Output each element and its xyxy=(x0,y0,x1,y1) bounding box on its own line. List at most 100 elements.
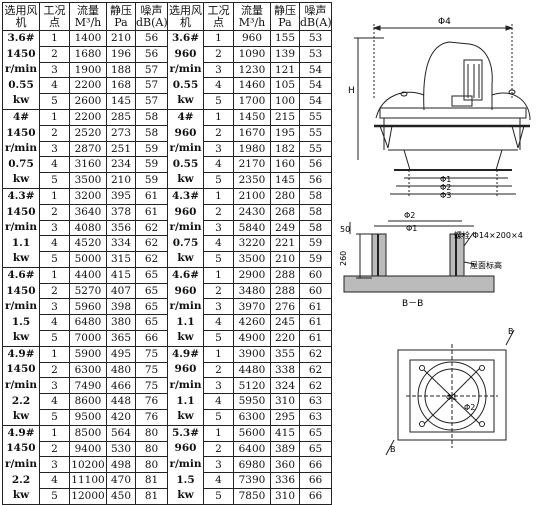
noise-cell: 55 xyxy=(299,140,332,158)
pressure-cell: 221 xyxy=(270,235,300,253)
arrow-icon xyxy=(505,25,514,31)
section-bb-title: B－B xyxy=(402,299,423,309)
arrow-icon xyxy=(372,25,381,31)
noise-cell: 76 xyxy=(135,393,168,410)
noise-cell: 59 xyxy=(299,251,332,268)
flow-cell: 7490 xyxy=(69,377,107,395)
pressure-cell: 480 xyxy=(106,361,136,379)
flow-cell: 7390 xyxy=(233,472,271,489)
pressure-cell: 498 xyxy=(106,456,136,474)
pressure-cell: 295 xyxy=(270,409,300,426)
condition-cell: 3 xyxy=(203,61,234,79)
noise-cell: 58 xyxy=(299,203,332,221)
noise-cell: 62 xyxy=(299,377,332,395)
noise-cell: 58 xyxy=(299,187,332,205)
noise-cell: 66 xyxy=(299,456,332,474)
fan-spec-line: r/min xyxy=(4,142,38,155)
condition-cell: 5 xyxy=(39,487,70,505)
condition-cell: 3 xyxy=(203,377,234,395)
fan-spec-line: 1450 xyxy=(6,363,36,376)
motor-hood xyxy=(423,41,493,111)
flow-cell: 2520 xyxy=(69,124,107,142)
noise-cell: 66 xyxy=(299,487,332,505)
flow-cell: 6480 xyxy=(69,314,107,332)
pressure-cell: 365 xyxy=(106,330,136,347)
condition-cell: 3 xyxy=(203,456,234,474)
noise-cell: 62 xyxy=(135,235,168,253)
pressure-cell: 310 xyxy=(270,393,300,410)
fan-spec-line: 0.55 xyxy=(172,157,199,170)
noise-cell: 56 xyxy=(299,156,332,174)
flow-cell: 3480 xyxy=(233,282,271,300)
flow-cell: 3220 xyxy=(233,235,271,253)
condition-cell: 5 xyxy=(203,330,234,347)
condition-cell: 2 xyxy=(203,282,234,300)
noise-cell: 56 xyxy=(299,172,332,189)
condition-cell: 2 xyxy=(39,440,70,458)
pressure-cell: 564 xyxy=(106,424,136,442)
flow-cell: 5840 xyxy=(233,219,271,237)
header-pressure: 静压Pa xyxy=(270,2,300,31)
flow-cell: 7850 xyxy=(233,487,271,505)
roof-slab xyxy=(343,275,495,293)
flow-cell: 10200 xyxy=(69,456,107,474)
noise-cell: 59 xyxy=(135,172,168,189)
noise-cell: 57 xyxy=(135,61,168,79)
condition-cell: 1 xyxy=(39,108,70,126)
noise-cell: 80 xyxy=(135,456,168,474)
fan-spec-line: 0.75 xyxy=(172,236,199,249)
flow-cell: 1450 xyxy=(233,108,271,126)
fan-spec-line: r/min xyxy=(4,458,38,471)
fan-spec-line: kw xyxy=(12,173,30,186)
fan-spec-line: 1450 xyxy=(6,442,36,455)
flow-cell: 2870 xyxy=(69,140,107,158)
plan-phi1-label: Φ1 xyxy=(446,393,457,402)
fan-spec-line: kw xyxy=(12,252,30,265)
condition-cell: 5 xyxy=(203,487,234,505)
fan-spec-line: 4.9# xyxy=(171,347,200,360)
condition-cell: 5 xyxy=(39,330,70,347)
pressure-cell: 470 xyxy=(106,472,136,489)
fan-base-frame xyxy=(379,107,527,119)
condition-cell: 2 xyxy=(203,361,234,379)
flow-cell: 9500 xyxy=(69,409,107,426)
noise-cell: 60 xyxy=(299,266,332,284)
plan-phi2-label: Φ2 xyxy=(464,403,475,412)
flow-cell: 9400 xyxy=(69,440,107,458)
phi3-label: Φ3 xyxy=(440,191,451,200)
flow-cell: 4480 xyxy=(233,361,271,379)
noise-cell: 65 xyxy=(135,314,168,332)
pressure-cell: 100 xyxy=(270,93,300,110)
fan-spec-line: 5.3# xyxy=(171,426,200,439)
condition-cell: 5 xyxy=(39,409,70,426)
table-header-row: 选用风机 工况点 流量M³/h 静压Pa 噪声dB(A) xyxy=(167,2,332,31)
condition-cell: 2 xyxy=(39,203,70,221)
condition-cell: 1 xyxy=(203,424,234,442)
noise-cell: 75 xyxy=(135,377,168,395)
pressure-cell: 336 xyxy=(270,472,300,489)
pressure-cell: 155 xyxy=(270,30,300,47)
pressure-cell: 360 xyxy=(270,456,300,474)
pressure-cell: 288 xyxy=(270,282,300,300)
noise-cell: 54 xyxy=(299,77,332,95)
pressure-cell: 334 xyxy=(106,235,136,253)
fan-spec-line: r/min xyxy=(169,300,202,313)
condition-cell: 4 xyxy=(39,77,70,95)
phi4-label: Φ4 xyxy=(438,17,451,27)
fan-spec-line: r/min xyxy=(169,379,202,392)
condition-cell: 1 xyxy=(203,30,234,47)
flow-cell: 7000 xyxy=(69,330,107,347)
fan-bracket xyxy=(451,95,473,107)
flow-cell: 2100 xyxy=(233,187,271,205)
condition-cell: 1 xyxy=(203,345,234,363)
condition-cell: 3 xyxy=(203,140,234,158)
flow-cell: 1230 xyxy=(233,61,271,79)
